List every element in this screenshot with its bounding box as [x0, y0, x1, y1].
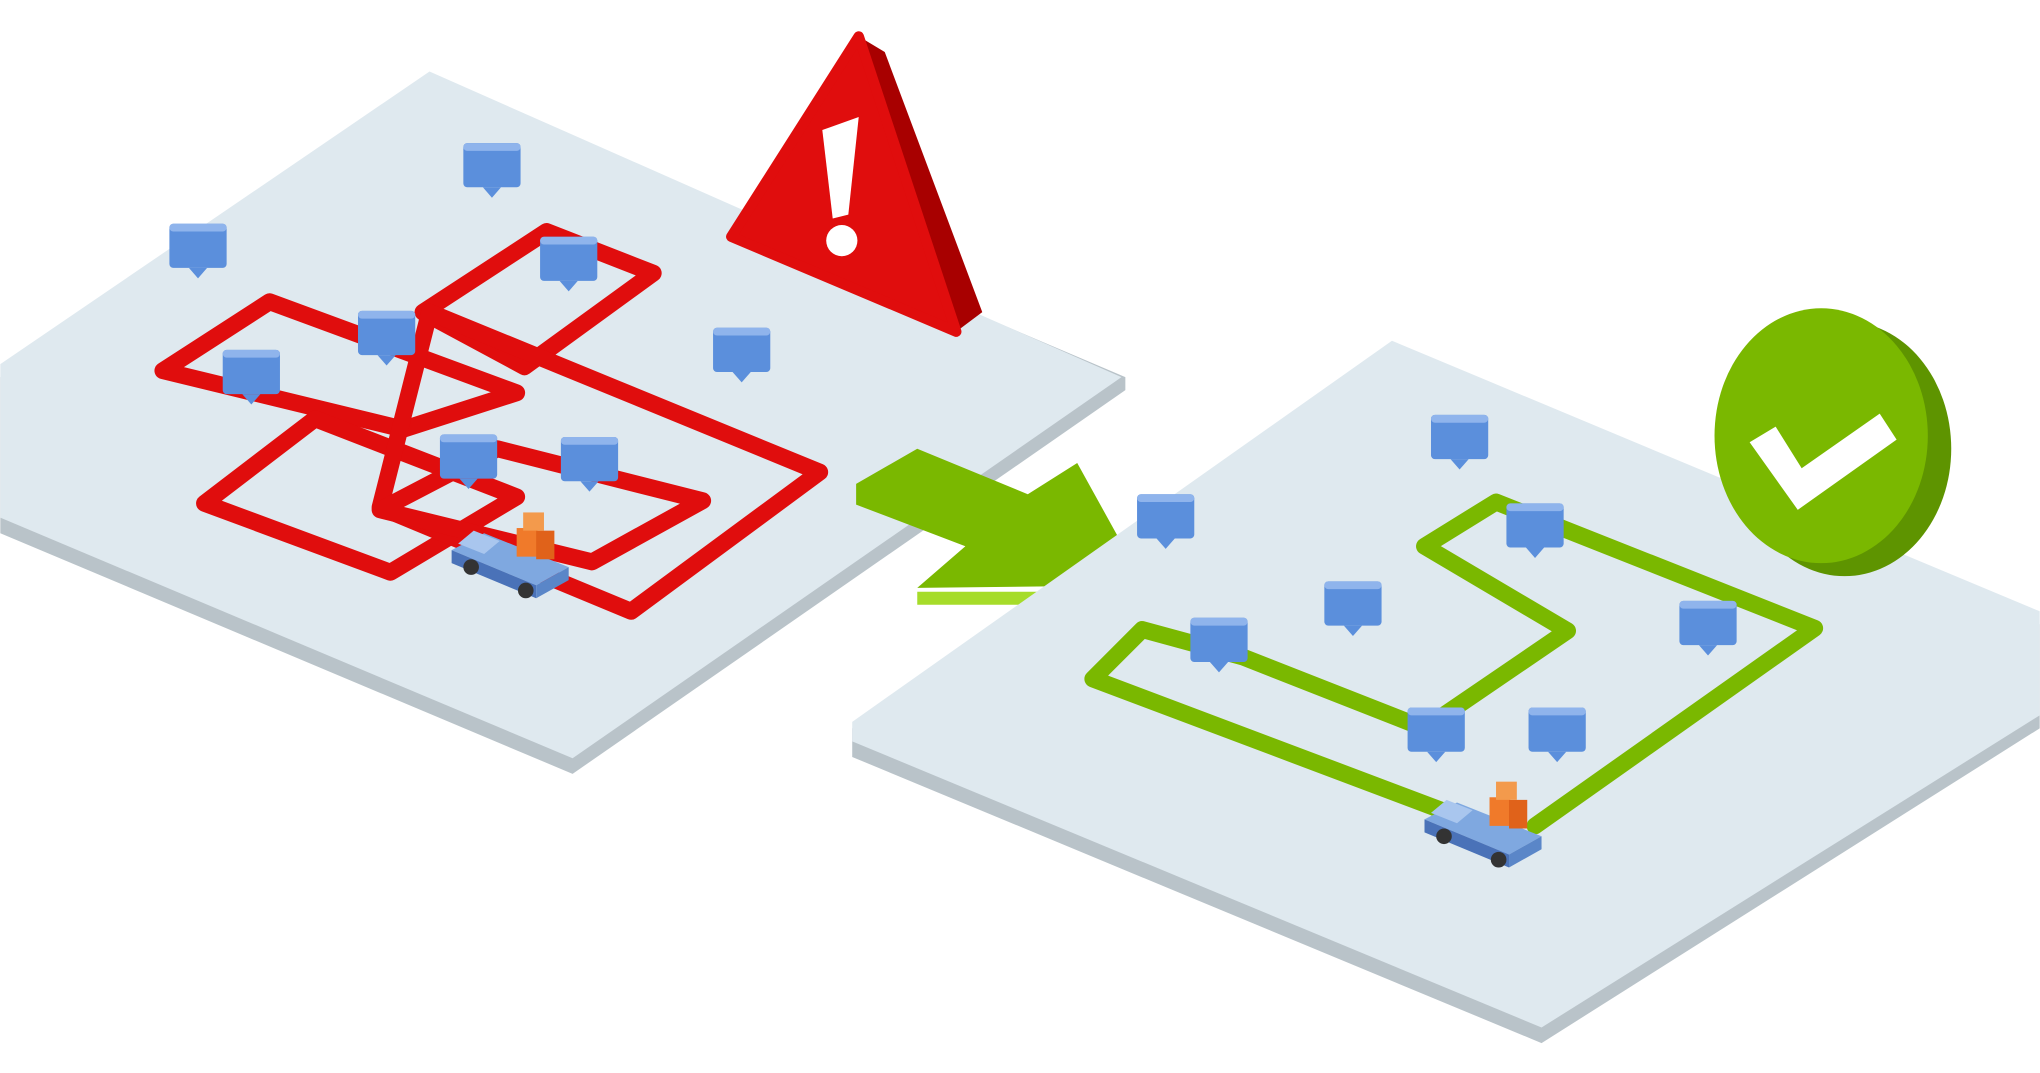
optimized-route: [1084, 493, 1824, 835]
before-map-plate: [0, 71, 1126, 774]
warning-triangle-icon: [726, 31, 983, 337]
checkmark-circle-icon: [1714, 308, 1952, 577]
